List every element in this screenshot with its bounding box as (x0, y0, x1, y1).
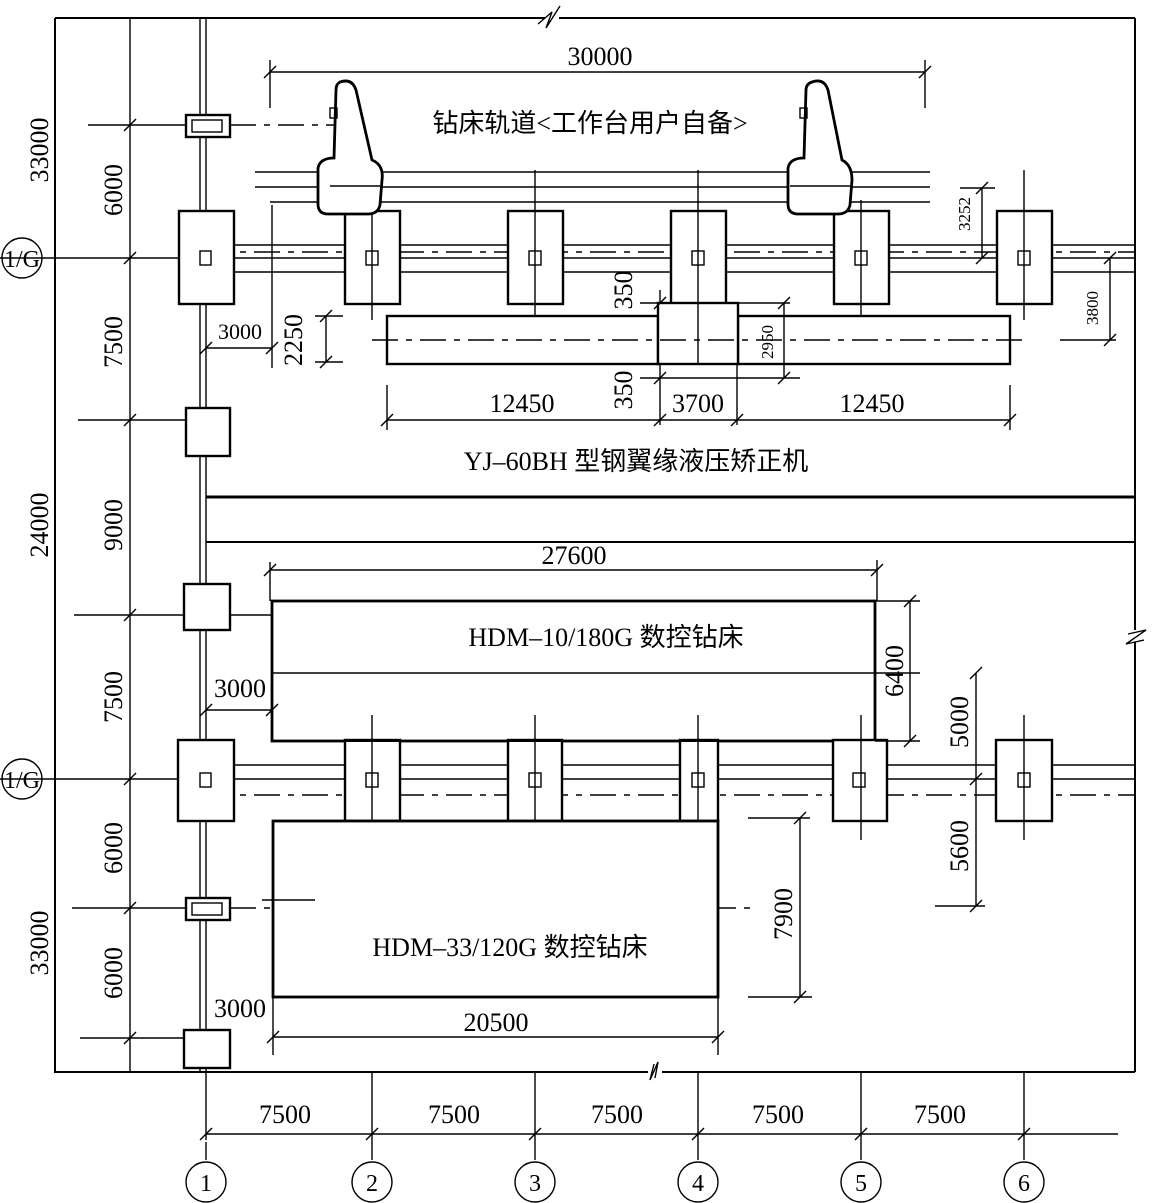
rail-label: 钻床轨道<工作台用户自备> (432, 109, 747, 138)
axis-label-col-6: 6 (1018, 1171, 1030, 1197)
dim-bay-5: 7500 (914, 1100, 966, 1129)
dimension-lines (123, 60, 1118, 1160)
axis-label-col-4: 4 (692, 1171, 704, 1197)
dim-left-6000-d: 6000 (99, 947, 128, 999)
dim-left-7500-b: 7500 (99, 671, 128, 723)
left-axis-lines (129, 18, 207, 1140)
lower-row (0, 715, 1135, 840)
axis-label-row-top: 1/G (4, 247, 40, 273)
axis-label-col-1: 1 (200, 1171, 212, 1197)
upper-row (0, 79, 1135, 320)
drill-lower (262, 819, 720, 999)
dim-offset-3000-b: 3000 (214, 674, 266, 703)
dim-straightener-350-top: 350 (609, 271, 638, 310)
dim-left-7500-a: 7500 (99, 316, 128, 368)
dim-drill-upper-6400: 6400 (880, 645, 909, 697)
axis-label-col-3: 3 (529, 1171, 541, 1197)
dim-offset-3000-c: 3000 (214, 994, 266, 1023)
dim-straightener-2250: 2250 (279, 314, 308, 366)
dim-left-9000: 9000 (99, 499, 128, 551)
dim-drill-lower-7900: 7900 (769, 888, 798, 940)
equipment-labels: 钻床轨道<工作台用户自备> YJ–60BH 型钢翼缘液压矫正机 HDM–10/1… (372, 109, 808, 962)
dim-rail-span: 30000 (568, 42, 633, 71)
dim-straightener-2950: 2950 (758, 325, 777, 359)
dimension-texts: 30000 33000 6000 7500 24000 9000 7500 60… (25, 42, 1102, 1129)
dim-left-middle-total: 24000 (25, 493, 54, 558)
drill-lower-label: HDM–33/120G 数控钻床 (372, 933, 647, 962)
axis-label-col-5: 5 (855, 1171, 867, 1197)
axis-bubbles: 1/G 1/G 1 2 3 4 5 6 (1, 237, 1045, 1203)
drill-upper-label: HDM–10/180G 数控钻床 (468, 623, 743, 652)
axis-label-col-2: 2 (366, 1171, 378, 1197)
break-symbol-bottom (649, 1061, 659, 1081)
building-outline (54, 5, 1147, 1081)
dim-left-top-6000: 6000 (99, 164, 128, 216)
dim-bay-2: 7500 (428, 1100, 480, 1129)
left-column-piers (182, 113, 232, 1070)
dim-left-6000-c: 6000 (99, 822, 128, 874)
dim-left-bottom-total: 33000 (25, 911, 54, 976)
dim-offset-3000-a: 3000 (218, 319, 262, 344)
dim-right-3252: 3252 (955, 197, 974, 231)
drill-upper (270, 599, 920, 743)
dim-drill-lower-5600: 5600 (945, 820, 974, 872)
dim-bay-1: 7500 (259, 1100, 311, 1129)
dim-seg-12450-right: 12450 (840, 389, 905, 418)
dim-drill-upper-length: 27600 (542, 541, 607, 570)
dim-bay-4: 7500 (752, 1100, 804, 1129)
corridor (206, 495, 1135, 543)
dim-seg-3700: 3700 (672, 389, 724, 418)
dim-drill-lower-length: 20500 (464, 1008, 529, 1037)
break-symbol-right (1125, 629, 1147, 645)
straightener-label: YJ–60BH 型钢翼缘液压矫正机 (464, 447, 809, 476)
dim-straightener-350-bot: 350 (609, 371, 638, 410)
dim-seg-12450-left: 12450 (490, 389, 555, 418)
dim-drill-upper-5000: 5000 (945, 696, 974, 748)
dim-left-top-total: 33000 (25, 118, 54, 183)
dim-bay-3: 7500 (591, 1100, 643, 1129)
dim-right-3800: 3800 (1083, 291, 1102, 325)
axis-label-row-bottom: 1/G (4, 768, 40, 794)
break-symbol-top (537, 5, 561, 29)
